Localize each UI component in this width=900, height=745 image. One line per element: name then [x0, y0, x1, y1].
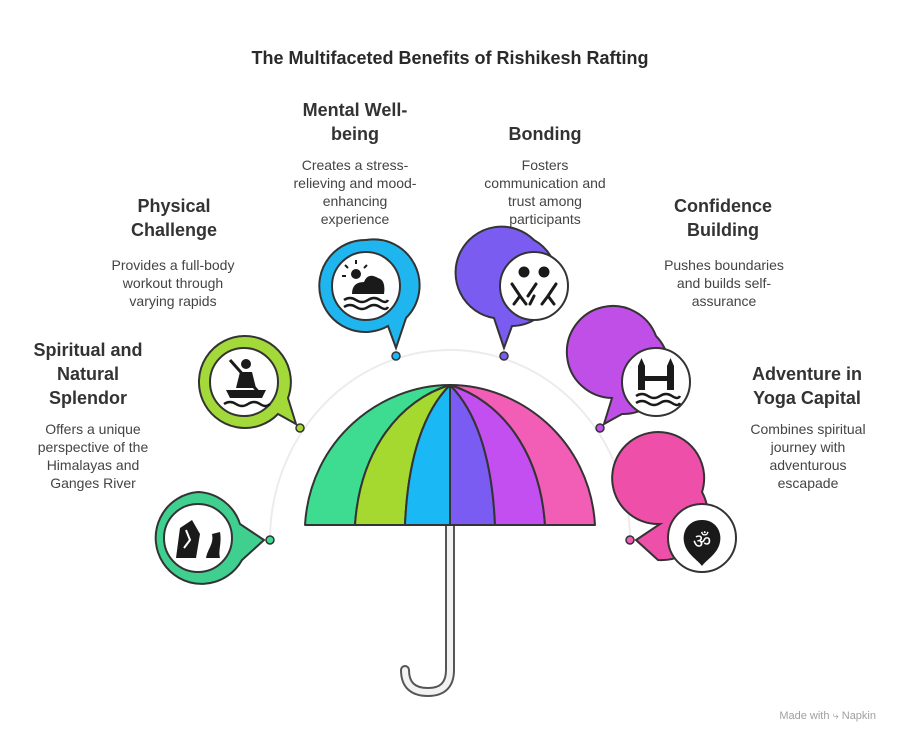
canopy-panel-6	[449, 384, 596, 526]
dot-3	[391, 351, 401, 361]
heading-adventure-yoga-capital: Adventure in Yoga Capital	[751, 364, 862, 408]
dot-5	[595, 423, 605, 433]
heading-confidence-building: Confidence Building	[673, 196, 772, 240]
heading-bonding: Bonding	[508, 124, 582, 144]
people-holding-hands-icon	[510, 266, 558, 306]
description-physical-challenge: Provides a full-body workout through var…	[111, 257, 235, 309]
connector-arc	[269, 349, 631, 541]
benefit-bubble-3	[318, 238, 421, 352]
connector-dots	[265, 351, 635, 545]
dot-1	[265, 535, 275, 545]
umbrella-handle	[400, 520, 455, 698]
made-with-napkin-watermark: Made with ⤷ Napkin	[779, 710, 876, 723]
heading-mental-wellbeing: Mental Well-being	[302, 100, 408, 144]
page-title: The Multifaceted Benefits of Rishikesh R…	[251, 48, 649, 68]
description-mental-wellbeing: Creates a stress-relieving and mood-enha…	[293, 157, 417, 227]
description-bonding: Fosters communication and trust among pa…	[484, 157, 606, 227]
dot-6	[625, 535, 635, 545]
om-symbol-icon: ॐ	[683, 520, 721, 566]
description-adventure-yoga-capital: Combines spiritual journey with adventur…	[750, 421, 866, 491]
svg-text:ॐ: ॐ	[693, 529, 711, 553]
sun-cloud-water-icon	[342, 260, 390, 311]
heading-spiritual-splendor: Spiritual and Natural Splendor	[33, 340, 143, 408]
canopy-panel-3	[404, 384, 451, 526]
description-confidence-building: Pushes boundaries and builds self-assura…	[664, 257, 784, 309]
made-with-label: Made with	[779, 710, 830, 722]
umbrella-canopy	[304, 384, 596, 526]
napkin-brand-label: Napkin	[841, 710, 876, 722]
benefit-bubble-1	[154, 490, 266, 585]
rafting-paddler-icon	[223, 359, 271, 408]
dot-2	[295, 423, 305, 433]
dot-4	[499, 351, 509, 361]
bridge-over-water-icon	[635, 358, 682, 407]
heading-physical-challenge: Physical Challenge	[130, 196, 218, 240]
benefit-bubble-4	[454, 225, 569, 352]
napkin-logo-icon: ⤷	[832, 710, 839, 722]
description-spiritual-splendor: Offers a unique perspective of the Himal…	[37, 421, 149, 491]
benefit-bubble-2	[198, 334, 298, 429]
benefit-bubble-5	[565, 305, 691, 427]
benefit-bubble-6: ॐ	[611, 431, 737, 573]
mountain-river-icon	[176, 520, 221, 558]
